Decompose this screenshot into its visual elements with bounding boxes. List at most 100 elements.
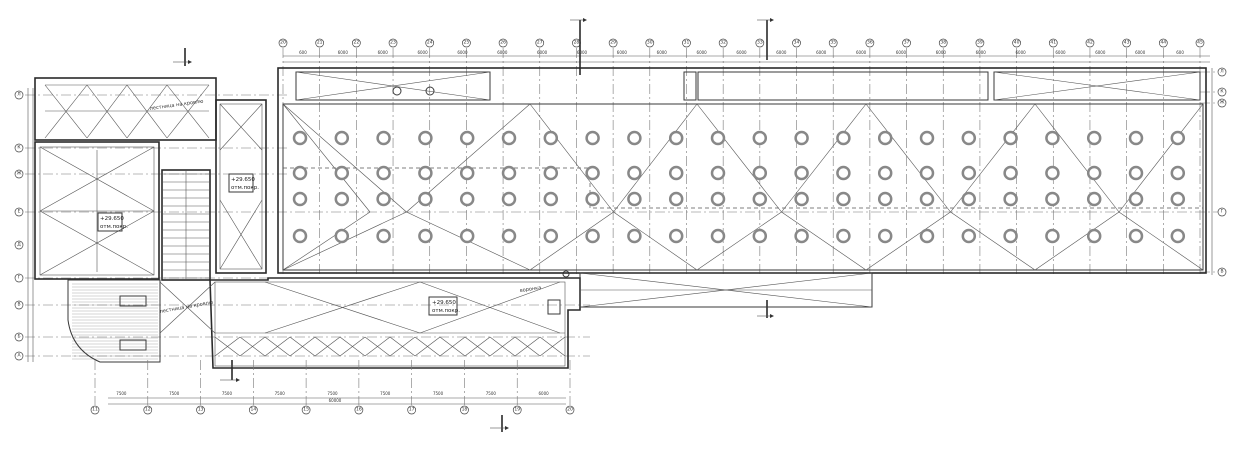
top-axis-bubble: 20 — [278, 38, 288, 48]
top-dimension-label: 6000 — [417, 50, 428, 55]
stair-note-2: лестница на кровлю — [159, 300, 213, 315]
bottom-axis-bubble: 19 — [512, 405, 522, 415]
skylight-icon — [376, 165, 391, 181]
skylight-icon — [585, 165, 600, 181]
skylight-icon — [877, 228, 893, 244]
skylight-icon — [376, 130, 391, 146]
top-axis-bubble: 33 — [755, 38, 765, 48]
left-axis-bubble: А — [14, 351, 24, 361]
top-axis-bubble: 22 — [352, 38, 361, 48]
skylight-icon — [752, 228, 768, 244]
skylight-icon — [1170, 165, 1186, 181]
svg-text:24: 24 — [427, 40, 433, 46]
skylight-icon — [1086, 165, 1102, 181]
top-dimension-label: 6000 — [736, 50, 747, 55]
top-dimension-label: 6000 — [816, 50, 827, 55]
skylight-icon — [292, 191, 308, 207]
lower-annex-roof — [579, 272, 873, 308]
svg-text:Л: Л — [1220, 69, 1223, 75]
skylight-icon — [877, 130, 893, 146]
top-dimension-label: 6000 — [577, 50, 588, 55]
top-axis-bubble: 23 — [388, 38, 398, 48]
bottom-dimension-label: 7500 — [380, 391, 391, 396]
stair-block — [161, 169, 211, 281]
skylight-icon — [1003, 130, 1018, 146]
skylight-icon — [501, 165, 517, 181]
top-axis-bubble: 40 — [1012, 38, 1021, 48]
skylight-icon — [794, 228, 809, 244]
skylight-icon — [418, 228, 433, 244]
main-hall-roof — [277, 67, 1207, 274]
top-axis-bubble: 21 — [315, 38, 325, 48]
skylight-icon — [376, 191, 391, 207]
skylight-icon — [543, 191, 559, 207]
skylight-icon — [418, 130, 433, 146]
svg-text:44: 44 — [1160, 40, 1166, 46]
skylight-icon — [668, 130, 684, 146]
svg-text:Г: Г — [1221, 209, 1224, 215]
left-axis-bubble: Е — [14, 207, 24, 217]
skylight-icon — [1128, 130, 1144, 146]
svg-text:27: 27 — [537, 40, 543, 46]
skylight-icon — [459, 165, 475, 181]
top-axis-bubble: 27 — [535, 38, 545, 48]
skylight-icon — [836, 191, 851, 207]
svg-text:34: 34 — [794, 40, 800, 46]
svg-text:16: 16 — [356, 407, 362, 413]
lower-middle-block — [159, 270, 581, 369]
top-axis-bubble: 44 — [1158, 38, 1168, 48]
skylight-icon — [1128, 228, 1144, 244]
skylight-icon — [710, 228, 726, 244]
stair-tower — [215, 99, 267, 274]
horizontal-axes-left — [25, 94, 1225, 357]
svg-text:13: 13 — [198, 407, 204, 413]
skylight-icon — [543, 228, 559, 244]
svg-text:19: 19 — [514, 407, 520, 413]
top-dimension-label: 6000 — [896, 50, 907, 55]
top-dimension-label: 600 — [299, 50, 307, 55]
svg-text:31: 31 — [684, 40, 690, 46]
right-axis-bubble: Ж — [1217, 98, 1227, 108]
bottom-dimension-label: 7500 — [116, 391, 127, 396]
skylight-icon — [501, 130, 517, 146]
top-dimension-label: 6000 — [338, 50, 349, 55]
svg-text:41: 41 — [1050, 40, 1056, 46]
svg-text:+29.650: +29.650 — [432, 300, 456, 306]
bottom-axis-bubble: 18 — [460, 405, 469, 415]
left-axis-bubble: К — [14, 143, 24, 153]
right-axis-bubble: В — [1217, 267, 1227, 277]
drain-note: воронка — [519, 285, 541, 294]
svg-text:Г: Г — [18, 275, 21, 281]
skylight-icon — [794, 191, 809, 207]
bottom-axis-bubble: 14 — [248, 405, 258, 415]
skylight-icon — [292, 228, 308, 244]
skylight-icon — [1170, 191, 1186, 207]
skylight-icon — [668, 191, 684, 207]
skylight-icon — [1045, 228, 1060, 244]
bottom-axis-bubble: 13 — [196, 405, 205, 415]
svg-text:60000: 60000 — [329, 398, 342, 403]
bottom-axis-bubble: 17 — [407, 405, 417, 415]
svg-text:Ж: Ж — [17, 171, 22, 177]
top-axis-bubble: 25 — [462, 38, 471, 48]
skylight-icon — [919, 130, 935, 146]
top-dimension-label: 6000 — [1095, 50, 1106, 55]
level-tag-3: +29.650 отм.покр. — [428, 296, 460, 316]
skylight-icon — [627, 228, 642, 244]
top-dimension-chain — [283, 55, 1210, 63]
left-axis-bubble: Ж — [14, 169, 24, 179]
skylight-icon — [752, 130, 768, 146]
skylight-icon — [710, 130, 726, 146]
skylight-icon — [919, 191, 935, 207]
skylight-icon — [919, 165, 935, 181]
top-dimension-label: 6000 — [936, 50, 947, 55]
bottom-dimension-label: 7500 — [486, 391, 497, 396]
left-axis-bubble: Г — [14, 273, 24, 283]
svg-text:11: 11 — [92, 407, 98, 413]
svg-text:28: 28 — [574, 40, 580, 46]
skylight-icon — [836, 130, 851, 146]
top-axis-bubble: 38 — [938, 38, 948, 48]
skylight-icon — [794, 130, 809, 146]
